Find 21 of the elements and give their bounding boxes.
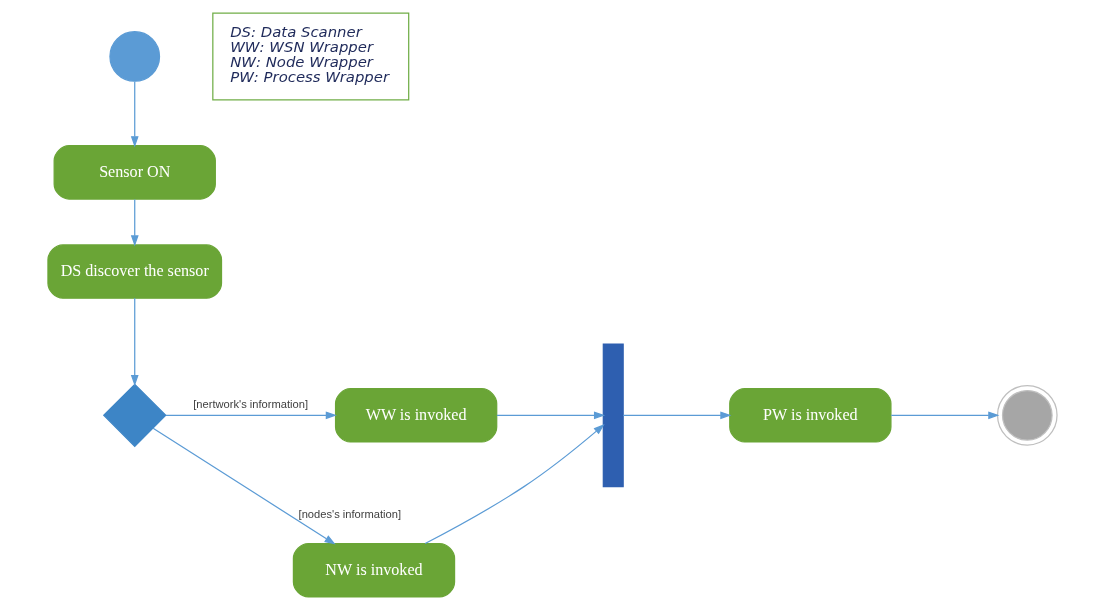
arrow [152, 427, 336, 545]
node-box: Sensor ON [53, 145, 216, 200]
node-box: DS: Data Scanner WW: WSN Wrapper NW: Node Wrapper PW: Process Wrapper [212, 12, 410, 101]
node-box: WW is invoked [334, 388, 498, 443]
node-diamond [102, 383, 167, 448]
arrow [130, 198, 139, 247]
arrow [165, 411, 337, 420]
arrow [130, 81, 139, 148]
node-box: PW is invoked [729, 388, 892, 443]
arrow [622, 411, 732, 420]
node-box: DS discover the sensor [47, 244, 223, 299]
node-circle [996, 384, 1058, 446]
node-circle [109, 31, 161, 82]
arrow [890, 411, 1000, 420]
arrow [424, 424, 605, 545]
arrow [130, 297, 139, 387]
arrow [496, 411, 606, 420]
edge-label: [nodes's information] [298, 507, 402, 520]
edge-label: [nertwork's information] [193, 398, 309, 411]
node-bar [602, 343, 624, 488]
node-box: NW is invoked [292, 543, 456, 598]
